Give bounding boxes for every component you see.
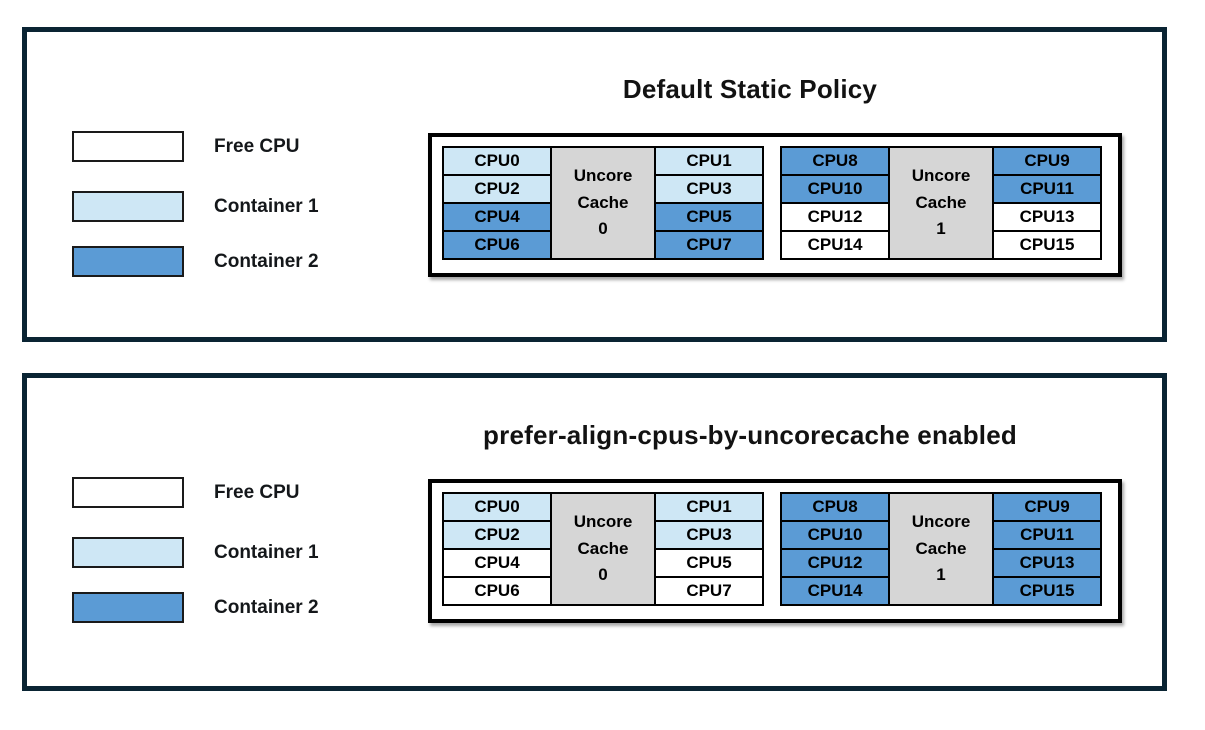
- uncore-cache-label-line: Cache: [577, 192, 629, 212]
- cpu-cell-cpu8: CPU8: [780, 492, 890, 522]
- uncore-cache-label-line: Cache: [577, 538, 629, 558]
- cpu-cell-cpu2: CPU2: [442, 174, 552, 204]
- cpu-cell-cpu6: CPU6: [442, 576, 552, 606]
- cpu-cell-cpu13: CPU13: [992, 202, 1102, 232]
- legend-item-free: Free CPU: [72, 131, 300, 162]
- legend-item-free: Free CPU: [72, 477, 300, 508]
- cpu-cell-cpu7: CPU7: [654, 230, 764, 260]
- legend-label: Container 1: [214, 195, 319, 217]
- uncore-cache-label-line: 0: [598, 219, 608, 239]
- panel-default-static-policy: Default Static Policy Free CPU Container …: [22, 27, 1167, 342]
- cpu-cell-cpu0: CPU0: [442, 146, 552, 176]
- legend-label: Free CPU: [214, 481, 300, 503]
- cpu-cell-cpu0: CPU0: [442, 492, 552, 522]
- cpu-cell-cpu13: CPU13: [992, 548, 1102, 578]
- uncore-cache-label-line: Uncore: [911, 166, 971, 186]
- cpu-cell-cpu4: CPU4: [442, 202, 552, 232]
- panel-title: Default Static Policy: [622, 74, 878, 104]
- cpu-cell-cpu15: CPU15: [992, 576, 1102, 606]
- cpu-cell-cpu3: CPU3: [654, 174, 764, 204]
- cpu-cell-cpu1: CPU1: [654, 492, 764, 522]
- legend-swatch-container1: [72, 191, 184, 222]
- legend-label: Free CPU: [214, 135, 300, 157]
- cpu-cell-cpu11: CPU11: [992, 174, 1102, 204]
- legend-swatch-free: [72, 477, 184, 508]
- panel-prefer-align-cpus-by-uncorecache: prefer-align-cpus-by-uncorecache enabled…: [22, 373, 1167, 691]
- legend-item-container1: Container 1: [72, 191, 319, 222]
- legend-label: Container 1: [214, 541, 319, 563]
- legend-swatch-free: [72, 131, 184, 162]
- cpu-cell-cpu6: CPU6: [442, 230, 552, 260]
- legend-swatch-container1: [72, 537, 184, 568]
- cpu-cell-cpu12: CPU12: [780, 548, 890, 578]
- cpu-cell-cpu10: CPU10: [780, 520, 890, 550]
- cpu-cell-cpu10: CPU10: [780, 174, 890, 204]
- cpu-cell-cpu5: CPU5: [654, 202, 764, 232]
- cpu-cell-cpu11: CPU11: [992, 520, 1102, 550]
- legend-item-container2: Container 2: [72, 592, 319, 623]
- cpu-cell-cpu15: CPU15: [992, 230, 1102, 260]
- uncore-cache-label-line: Cache: [915, 538, 967, 558]
- cpu-cell-cpu7: CPU7: [654, 576, 764, 606]
- cpu-cell-cpu12: CPU12: [780, 202, 890, 232]
- legend-item-container2: Container 2: [72, 246, 319, 277]
- uncore-cache-label-line: Cache: [915, 192, 967, 212]
- cpu-cell-cpu3: CPU3: [654, 520, 764, 550]
- panel-title: prefer-align-cpus-by-uncorecache enabled: [483, 420, 1017, 450]
- cpu-cell-cpu8: CPU8: [780, 146, 890, 176]
- uncore-cache-label-line: 1: [936, 219, 946, 239]
- cpu-cell-cpu14: CPU14: [780, 230, 890, 260]
- cpu-cell-cpu4: CPU4: [442, 548, 552, 578]
- legend-label: Container 2: [214, 250, 319, 272]
- legend-item-container1: Container 1: [72, 537, 319, 568]
- uncore-cache-label-line: 0: [598, 565, 608, 585]
- cpu-cell-cpu2: CPU2: [442, 520, 552, 550]
- cpu-cell-cpu1: CPU1: [654, 146, 764, 176]
- legend-swatch-container2: [72, 246, 184, 277]
- uncore-cache-label-line: 1: [936, 565, 946, 585]
- cpu-cell-cpu9: CPU9: [992, 492, 1102, 522]
- cpu-cell-cpu14: CPU14: [780, 576, 890, 606]
- uncore-cache-label-line: Uncore: [573, 166, 633, 186]
- cpu-cell-cpu5: CPU5: [654, 548, 764, 578]
- cpu-cell-cpu9: CPU9: [992, 146, 1102, 176]
- uncore-cache-label-line: Uncore: [911, 512, 971, 532]
- legend-label: Container 2: [214, 596, 319, 618]
- uncore-cache-label-line: Uncore: [573, 512, 633, 532]
- legend-swatch-container2: [72, 592, 184, 623]
